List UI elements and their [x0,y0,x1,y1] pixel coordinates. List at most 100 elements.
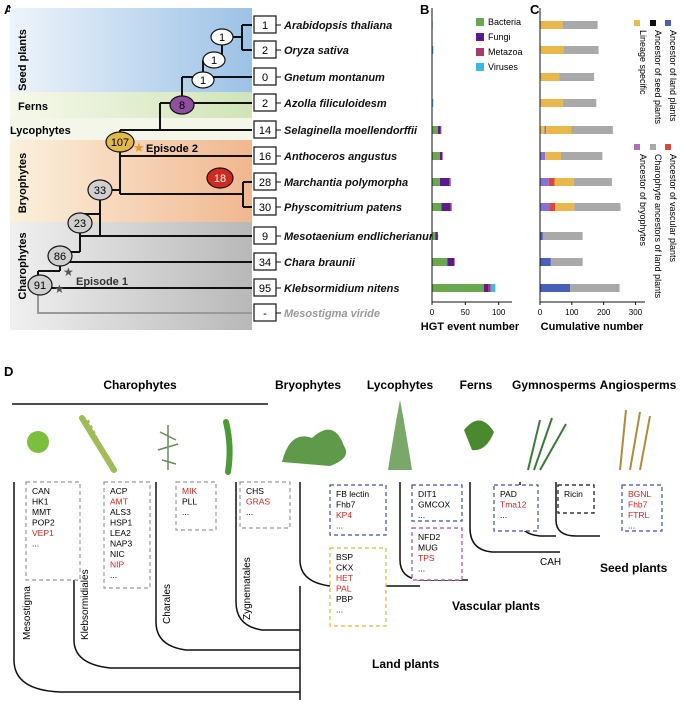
hgt-bar-segment [440,152,442,160]
cumulative-bar-segment [549,203,556,211]
gene-name: Ricin [564,489,583,499]
gene-name: NIP [110,560,125,570]
species-count: 1 [262,20,268,32]
gene-name: PAD [500,489,517,499]
land-plants-d-label: Land plants [372,657,440,671]
angiosperm-image [619,409,651,471]
species-count: 14 [259,125,271,137]
gene-name: FB lectin [336,489,369,499]
gene-name: ... [246,507,253,517]
gene-name: CAN [32,486,50,496]
node-value: 8 [179,100,185,112]
legend-c: Lineage specific Ancestor of seed plants… [634,20,678,299]
gene-name: NAP3 [110,539,132,549]
species-name: Arabidopsis thaliana [283,20,392,32]
cumulative-bar-segment [561,152,603,160]
gene-name: CKX [336,563,354,573]
clade-ferns: Ferns [460,378,493,392]
hgt-bar-segment [447,258,454,266]
hgt-bar-segment [437,232,438,240]
cumulative-bar-segment [540,126,545,134]
lycophyte-image [388,400,412,470]
node-value: 23 [74,218,86,230]
gene-name: Tma12 [500,500,527,510]
lineage-charales: Charales [162,584,173,624]
cumulative-bar-segment [540,258,551,266]
hgt-bar-segment [442,152,443,160]
seed-plants-band [10,8,252,92]
gene-name: ALS3 [110,507,131,517]
legend-swatch [650,20,656,26]
gene-name: HET [336,573,353,583]
gene-name: GRAS [246,497,270,507]
legend-swatch [665,20,671,26]
lineage-klebsormidiales: Klebsormidiales [80,569,91,640]
species-name: Klebsormidium nitens [284,283,400,295]
gene-name: NIC [110,549,125,559]
species-name: Chara braunii [284,257,356,269]
hgt-bar-segment [432,126,438,134]
species-count: 28 [259,177,271,189]
gene-name: GMCOX [418,500,450,510]
node-value: 1 [200,75,206,87]
gene-name: ACP [110,486,128,496]
cumulative-bar-segment [540,21,563,29]
gene-name: MIK [182,486,197,496]
tick-label: 0 [538,308,543,317]
species-name: Mesostigma viride [284,308,380,320]
bryophytes-label: Bryophytes [17,153,29,214]
legend-swatch [634,20,640,26]
gene-box [557,484,595,514]
fern-image [464,420,494,451]
legend-label: Bacteria [488,17,521,27]
hgt-bar-segment [435,232,438,240]
node-value: 33 [94,185,106,197]
species-name: Physcomitrium patens [284,202,402,214]
panel-a-label: A [4,2,14,17]
cumulative-bar-segment [550,258,583,266]
tick-label: 50 [461,308,470,317]
seed-plants-d-label: Seed plants [600,561,668,575]
legend-label: Metazoa [488,47,523,57]
gene-boxes: CANHK1MMTPOP2VEP1...ACPAMTALS3HSP1LEA2NA… [25,481,663,627]
cumulative-bar-segment [554,178,574,186]
species-count: 2 [262,98,268,110]
legend-swatch [665,144,671,150]
lineage-zygnematales: Zygnematales [242,557,253,620]
species-count: 30 [259,202,271,214]
gene-box [329,484,387,536]
hgt-bar-segment [441,203,450,211]
axis-c-label: Cumulative number [541,321,644,333]
node-circle [210,28,234,46]
species-count: 16 [259,151,271,163]
legend-swatch [634,144,640,150]
cumulative-bar-segment [573,178,612,186]
cah-label: CAH [540,557,561,568]
hgt-bar-segment [432,99,434,107]
hgt-bar-segment [432,258,448,266]
node-circle [202,51,226,69]
panel-b-label: B [420,2,429,17]
gene-box [103,481,151,589]
hgt-bar-segment [488,284,491,292]
gene-box [25,481,81,581]
gymnosperm-image [527,417,567,471]
gene-name: LEA2 [110,528,131,538]
hgt-bar-segment [484,284,488,292]
hgt-bar-segment [440,126,442,134]
hgt-bar-segment [454,258,455,266]
lineage-mesostigma: Mesostigma [22,586,33,640]
gene-name: ... [32,539,39,549]
cumulative-bar-segment [571,126,613,134]
legend-swatch [476,18,484,26]
node-circles: 1 1 1 8 107 18 33 23 86 91 [27,28,234,296]
hgt-bar-segment [432,152,440,160]
gene-box [621,484,663,532]
node-value: 1 [211,55,217,67]
gene-box [175,481,217,531]
species-name: Oryza sativa [284,45,349,57]
tick-label: 100 [565,308,579,317]
gene-name: Fhb7 [336,500,356,510]
species-count: 0 [262,72,268,84]
